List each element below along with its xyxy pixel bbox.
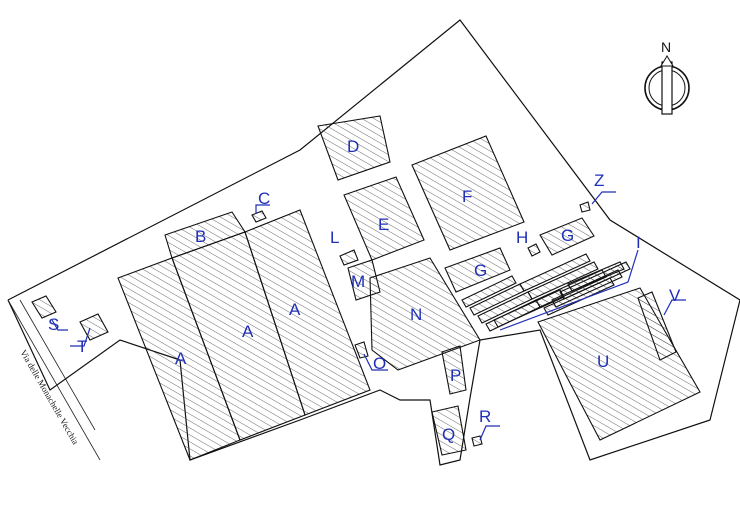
label-p: P [450, 366, 461, 385]
building-v [637, 291, 677, 361]
building-p [441, 345, 467, 395]
building-s [31, 295, 57, 319]
building-t [79, 313, 109, 341]
building-r [471, 435, 483, 447]
building-o [354, 341, 369, 359]
building-c [251, 210, 267, 223]
leader-lines [51, 191, 686, 441]
label-u: U [597, 352, 609, 371]
building-z [579, 201, 591, 213]
label-c: C [258, 189, 270, 208]
building-d [317, 115, 391, 181]
label-z: Z [594, 171, 604, 190]
label-r: R [479, 407, 491, 426]
label-t: T [77, 337, 87, 356]
label-h: H [516, 228, 528, 247]
label-f: F [462, 187, 472, 206]
label-o: O [373, 354, 386, 373]
north-label: N [661, 39, 671, 55]
building-a-3 [244, 209, 371, 416]
label-g-2: G [474, 261, 487, 280]
parking-stalls [461, 253, 631, 332]
building-e [343, 176, 425, 261]
label-d: D [347, 137, 359, 156]
north-arrow-icon [644, 55, 690, 115]
label-l: L [330, 228, 339, 247]
label-a-2: A [242, 322, 254, 341]
label-a-3: A [289, 300, 301, 319]
label-n: N [410, 305, 422, 324]
building-g-2 [444, 247, 511, 293]
label-i: I [636, 233, 641, 252]
buildings [31, 115, 701, 461]
label-s: S [48, 315, 59, 334]
building-g-1 [539, 217, 595, 256]
building-l [339, 249, 359, 266]
building-labels: A A A B C D E F G G H I L M N O P Q R S … [48, 137, 681, 444]
building-n [369, 257, 481, 371]
building-h [527, 243, 541, 257]
label-v: V [669, 286, 681, 305]
building-u [537, 287, 701, 441]
building-q [431, 405, 467, 456]
label-b: B [195, 227, 206, 246]
label-a-1: A [175, 349, 187, 368]
label-q: Q [442, 425, 455, 444]
street-name: Via delle Monachelle Vecchia [18, 348, 80, 446]
building-b [164, 211, 246, 259]
label-g-1: G [561, 226, 574, 245]
label-e: E [378, 215, 389, 234]
label-m: M [351, 272, 365, 291]
building-f [411, 135, 525, 251]
